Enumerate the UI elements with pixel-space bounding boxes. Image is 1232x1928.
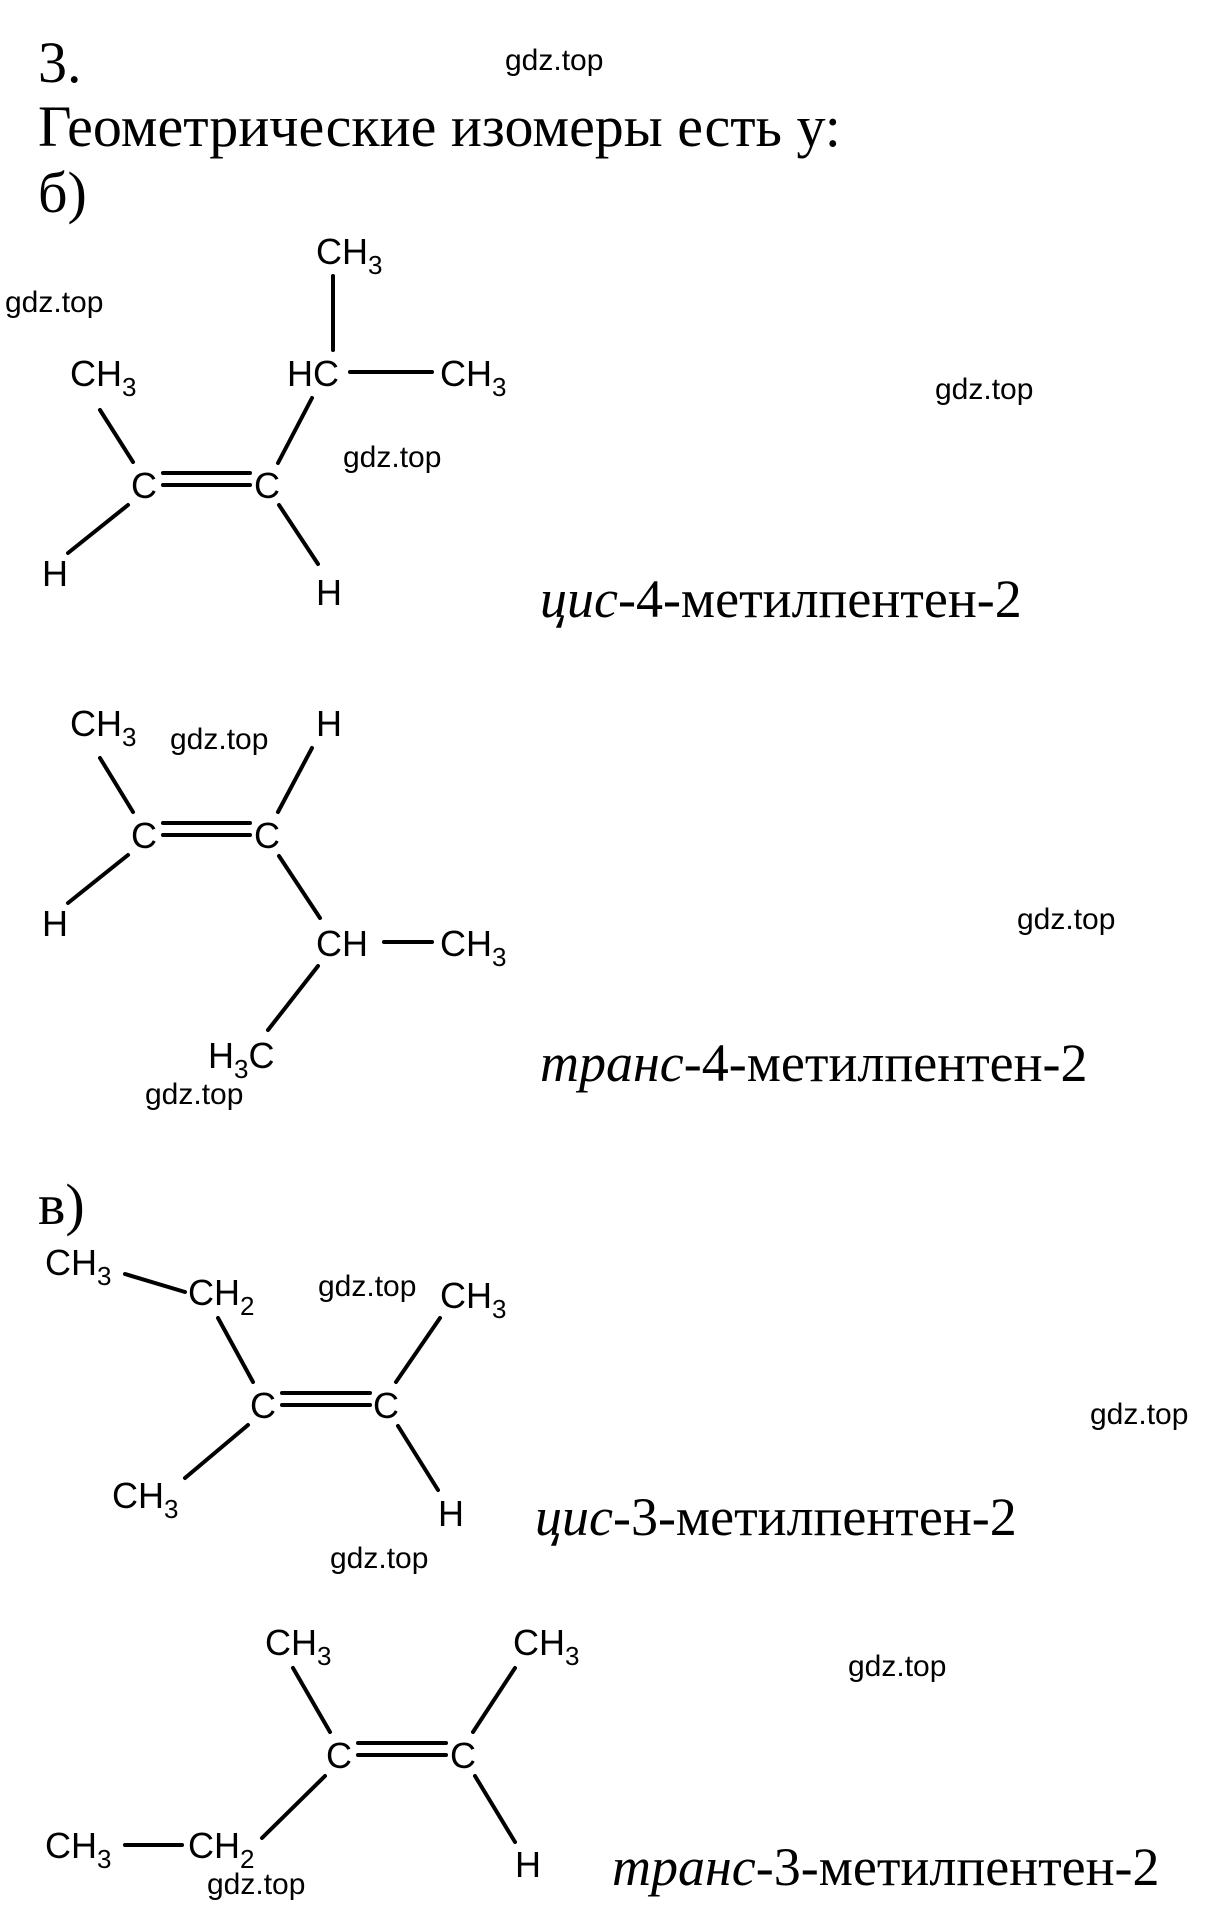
atom-ch3: CH3: [440, 923, 506, 972]
watermark: gdz.top: [170, 723, 269, 756]
atom-ch3: CH3: [316, 231, 382, 280]
bond: [277, 854, 322, 920]
bond: [276, 746, 314, 814]
bond: [473, 1774, 517, 1844]
atom-c: C: [131, 465, 157, 506]
atom-ch2: CH2: [188, 1272, 254, 1321]
watermark: gdz.top: [935, 373, 1034, 406]
compound-name-2: транс-4-метилпентен-2: [540, 1036, 1088, 1090]
atom-c: C: [131, 815, 157, 856]
watermark: gdz.top: [318, 1270, 417, 1303]
molecule-cis-4-methylpentene-2: CH3 CH3 HC CH3 C C H H: [42, 231, 506, 613]
compound-name-rest: -3-метилпентен-2: [612, 1487, 1017, 1547]
atom-h: H: [515, 1844, 541, 1885]
atom-h: H: [316, 572, 342, 613]
compound-name-rest: -4-метилпентен-2: [617, 569, 1022, 629]
atom-c: C: [254, 815, 280, 856]
question-text: Геометрические изомеры есть у:: [38, 94, 841, 159]
atom-h3c: H3C: [208, 1035, 274, 1084]
watermark: gdz.top: [330, 1542, 429, 1575]
watermark: gdz.top: [505, 44, 604, 77]
atom-ch3: CH3: [70, 353, 136, 402]
watermark: gdz.top: [343, 441, 442, 474]
watermark: gdz.top: [207, 1868, 306, 1901]
atom-ch3: CH3: [112, 1475, 178, 1524]
bond: [291, 1666, 332, 1734]
bond: [277, 503, 320, 566]
molecule-trans-3-methylpentene-2: CH3 CH3 C C CH3 CH2 H: [45, 1622, 579, 1885]
isomer-prefix: транс: [612, 1837, 756, 1897]
bond: [98, 408, 135, 464]
atom-ch3: CH3: [45, 1242, 111, 1291]
atom-c: C: [450, 1735, 476, 1776]
bond: [266, 964, 320, 1032]
atom-ch3: CH3: [45, 1825, 111, 1874]
watermark: gdz.top: [5, 286, 104, 319]
part-b-label: б): [38, 160, 87, 225]
compound-name-3: цис-3-метилпентен-2: [535, 1490, 1017, 1544]
atom-c: C: [326, 1735, 352, 1776]
compound-name-4: транс-3-метилпентен-2: [612, 1840, 1160, 1894]
compound-name-1: цис-4-метилпентен-2: [540, 572, 1022, 626]
isomer-prefix: цис: [540, 569, 618, 629]
bond: [66, 503, 130, 555]
atom-h: H: [42, 553, 68, 594]
watermark: gdz.top: [1090, 1398, 1189, 1431]
bond: [123, 1272, 187, 1294]
atom-ch3: CH3: [440, 1275, 506, 1324]
problem-number: 3.: [38, 30, 82, 95]
atom-ch3: CH3: [265, 1622, 331, 1671]
molecule-cis-3-methylpentene-2: CH3 CH2 CH3 C C CH3 H: [45, 1242, 506, 1534]
atom-ch3: CH3: [513, 1622, 579, 1671]
watermark: gdz.top: [848, 1650, 947, 1683]
bond: [98, 756, 135, 814]
bond: [183, 1423, 250, 1480]
bond: [471, 1666, 517, 1734]
bond: [260, 1774, 327, 1840]
atom-ch3: CH3: [70, 703, 136, 752]
atom-c: C: [373, 1385, 399, 1426]
atom-c: C: [254, 465, 280, 506]
part-v-label: в): [38, 1172, 85, 1237]
bond: [276, 396, 314, 465]
atom-ch3: CH3: [440, 353, 506, 402]
compound-name-rest: -4-метилпентен-2: [683, 1033, 1088, 1093]
atom-h: H: [316, 703, 342, 744]
atom-c: C: [250, 1385, 276, 1426]
watermark: gdz.top: [1017, 903, 1116, 936]
bond: [216, 1316, 255, 1384]
atom-hc: HC: [287, 353, 339, 394]
isomer-prefix: цис: [535, 1487, 613, 1547]
atom-h: H: [438, 1493, 464, 1534]
atom-h: H: [42, 903, 68, 944]
atom-ch2: CH2: [188, 1825, 254, 1874]
molecule-trans-4-methylpentene-2: CH3 H C C H CH CH3 H3C: [42, 703, 506, 1084]
watermark: gdz.top: [145, 1078, 244, 1111]
isomer-prefix: транс: [540, 1033, 684, 1093]
bond: [396, 1424, 440, 1492]
atom-ch: CH: [316, 923, 368, 964]
compound-name-rest: -3-метилпентен-2: [755, 1837, 1160, 1897]
bond: [66, 853, 130, 905]
bond: [394, 1316, 442, 1384]
